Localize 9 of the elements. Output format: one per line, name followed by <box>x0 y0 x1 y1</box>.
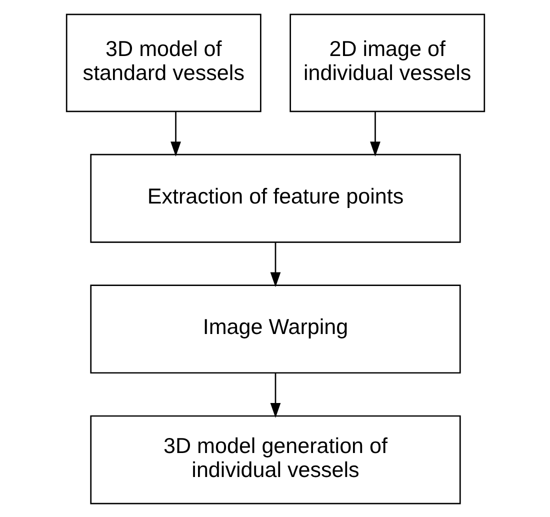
arrow <box>170 111 180 156</box>
arrow <box>370 111 380 156</box>
arrow <box>270 242 280 287</box>
node-box: Image Warping <box>90 284 460 374</box>
node-box: 3D model of standard vessels <box>65 13 261 112</box>
node-box: 3D model generation of individual vessels <box>90 414 460 504</box>
node-box: Extraction of feature points <box>90 153 460 242</box>
node-box: 2D image of individual vessels <box>289 13 485 112</box>
arrow <box>270 372 280 418</box>
